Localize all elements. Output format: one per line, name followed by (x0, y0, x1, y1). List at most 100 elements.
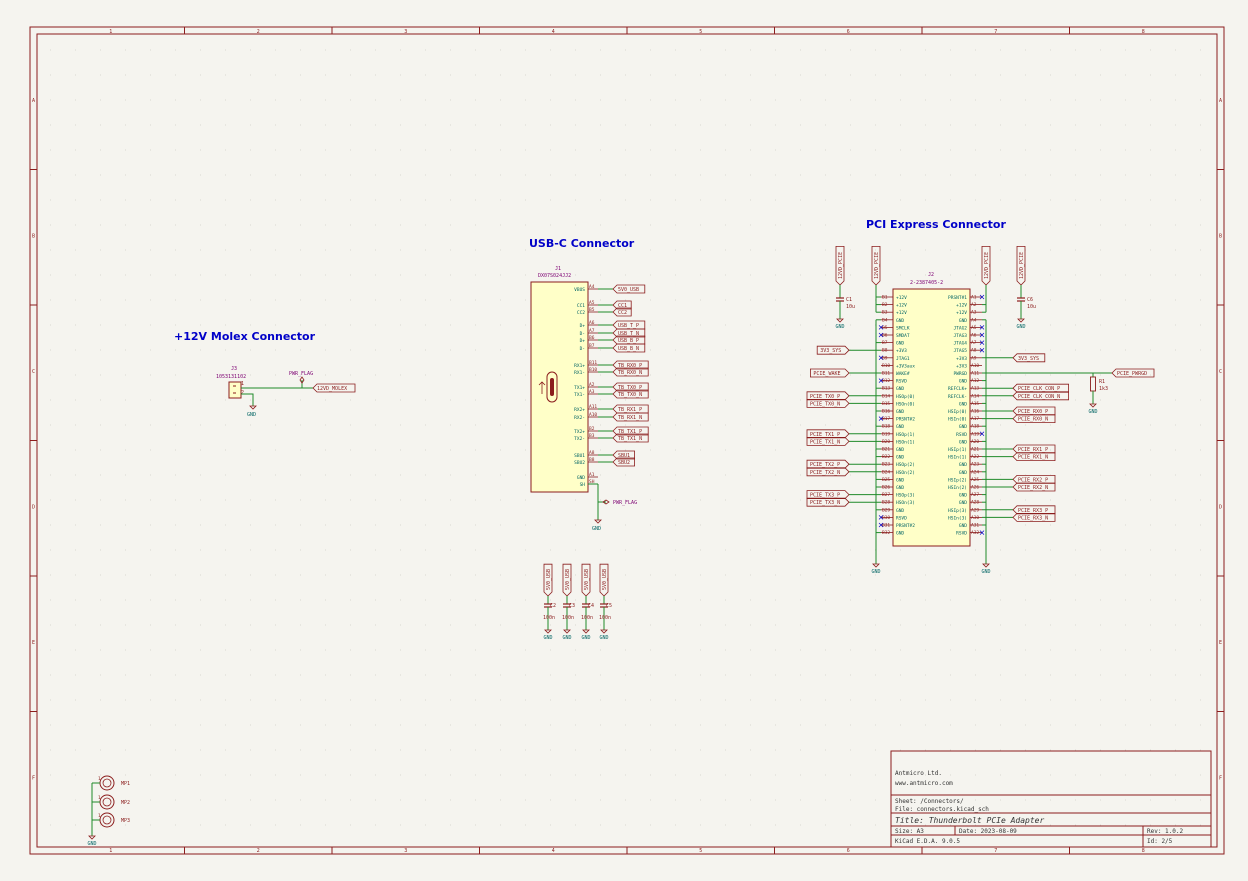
net-label-text: CC1 (618, 303, 627, 309)
pin-number: A32 (971, 530, 979, 536)
net-label (581, 563, 591, 597)
col-number: 8 (1142, 848, 1145, 854)
usbc-pwr-flag: PWR_FLAG (613, 500, 637, 506)
pin-number: 1 (98, 813, 101, 819)
pin-name: TX1+ (574, 385, 585, 391)
row-letter: F (32, 775, 35, 781)
pin-name: RSVD (896, 515, 907, 521)
title-tool: KiCad E.D.A. 9.0.5 (895, 838, 960, 845)
pin-name: D+ (580, 338, 586, 344)
net-label (806, 459, 850, 469)
pin-name: GND (896, 318, 904, 324)
net-label-text: TB_RX1_N (618, 415, 642, 421)
net-label (806, 467, 850, 477)
no-connect-icon (979, 332, 985, 338)
pin-number: B20 (882, 439, 890, 445)
pin-number: B24 (882, 469, 890, 475)
pin-number: B26 (882, 485, 890, 491)
cap-ref: C2 (550, 603, 556, 609)
c1-value: 10u (846, 304, 855, 310)
net-label (1012, 505, 1056, 515)
pin-name: SBU2 (574, 460, 585, 466)
pin-name: +12V (896, 295, 907, 301)
gnd-icon (836, 318, 844, 323)
mounting-hole-icon (99, 812, 115, 828)
col-number: 7 (994, 848, 997, 854)
net-label (543, 563, 553, 597)
net-label (612, 320, 646, 330)
molex-section: +12V Molex Connector J3 1053131102 1 2 P… (174, 330, 356, 418)
pin-number: B6 (882, 333, 888, 339)
net-label-text: TB_RX0_N (618, 370, 642, 376)
net-label-text: PCIE_RX1_N (1018, 455, 1048, 461)
pin-name: +12V (896, 310, 907, 316)
pin-name: PRSNT#1 (948, 295, 967, 301)
pin-name: SBU1 (574, 453, 585, 459)
pin-number: B10 (589, 367, 597, 373)
gnd-label: GND (1088, 409, 1097, 415)
pin-name: HSIp(2) (948, 477, 967, 483)
gnd-icon (1017, 318, 1025, 323)
net-label (1012, 406, 1056, 416)
pin-name: PWRGD (953, 371, 967, 377)
pin-number: B19 (882, 431, 890, 437)
pin-number: A2 (589, 382, 595, 388)
net-label-text: PCIE_CLK_CON_P (1018, 386, 1060, 392)
net-label-text: 5V0_USB (618, 287, 639, 293)
net-label (981, 246, 991, 286)
pin-name: +12V (956, 310, 967, 316)
net-label-text: 3V3_SYS (820, 348, 841, 354)
pin-number: B29 (882, 507, 890, 513)
net-label-text: 12VD_PCIE (984, 252, 990, 279)
pin-number: B11 (882, 371, 890, 377)
pin-number: B28 (882, 500, 890, 506)
net-label-text: TB_RX0_P (618, 363, 642, 369)
molex-pin2: 2 (241, 390, 244, 396)
pin-number: B6 (589, 335, 595, 341)
row-letter: C (1219, 369, 1222, 375)
net-label-text: PCIE_TX2_P (810, 462, 840, 468)
pin-number: A25 (971, 477, 979, 483)
pin-number: B27 (882, 492, 890, 498)
gnd-icon (872, 563, 880, 568)
pin-number: A12 (971, 378, 979, 384)
pin-name: HSOn(3) (896, 500, 915, 506)
pin-number: B31 (882, 523, 890, 529)
pin-number: A23 (971, 462, 979, 468)
pin-number: B18 (882, 424, 890, 430)
pin-name: RX1- (574, 370, 585, 376)
pin-number: A1 (971, 295, 977, 301)
pin-name: PRSNT#2 (896, 417, 915, 423)
pin-name: GND (896, 341, 904, 347)
molex-pin1: 1 (241, 381, 244, 387)
pin-number: A10 (971, 363, 979, 369)
gnd-icon (563, 629, 571, 634)
pin-number: B4 (882, 317, 888, 323)
cap-value: 100n (562, 615, 574, 621)
pin-name: SMDAT (896, 333, 910, 339)
pin-name: GND (959, 470, 967, 476)
net-label (1012, 391, 1069, 401)
pcie-ref: J2 (928, 272, 934, 278)
pin-name: RSVD (956, 531, 967, 537)
pin-number: A13 (971, 386, 979, 392)
pin-name: TX2+ (574, 429, 585, 435)
pin-number: B15 (882, 401, 890, 407)
pin-name: HSOn(1) (896, 439, 915, 445)
usb-icon (538, 371, 558, 403)
gnd-icon (600, 629, 608, 634)
net-label-text: PCIE_RX0_P (1018, 409, 1048, 415)
title-block: Antmicro Ltd. www.antmicro.com Sheet: /C… (890, 750, 1212, 848)
molex-net-label: 12VD_MOLEX (317, 386, 347, 392)
pin-name: RX1+ (574, 363, 585, 369)
no-connect-icon (979, 294, 985, 300)
pin-number: A27 (971, 492, 979, 498)
pin-name: +3V3aux (896, 363, 915, 369)
pin-name: SMCLK (896, 325, 910, 331)
title-rev: Rev: 1.0.2 (1147, 828, 1184, 835)
net-label (599, 563, 609, 597)
net-label (871, 246, 881, 286)
